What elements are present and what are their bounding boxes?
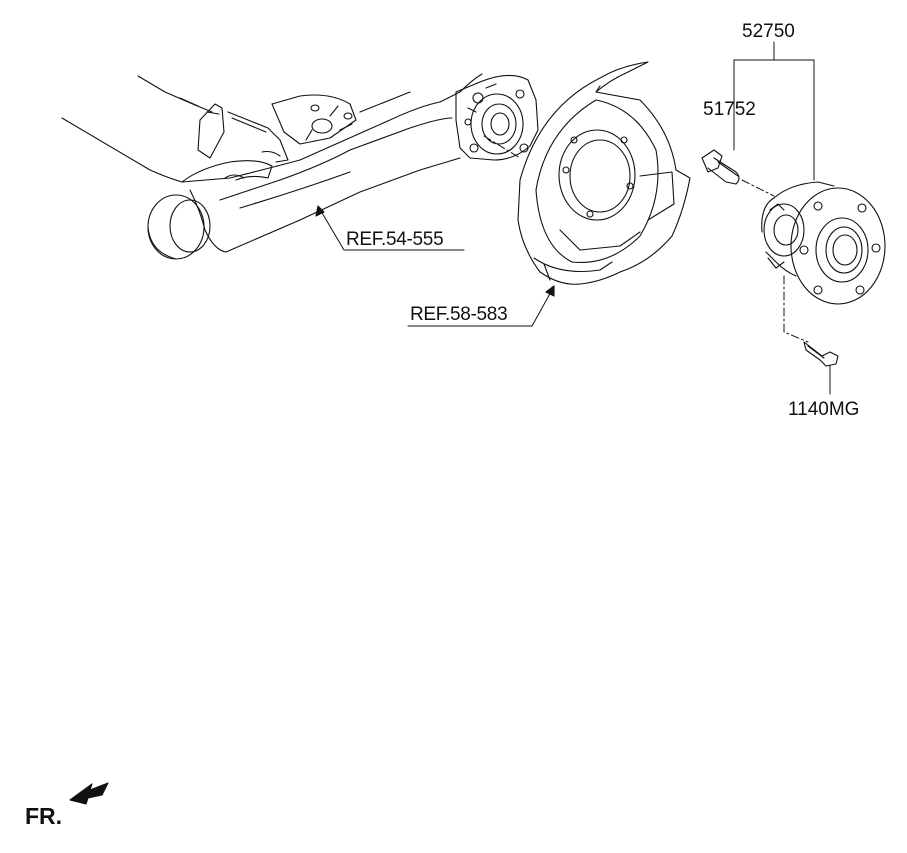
leader-lines bbox=[318, 42, 830, 394]
front-direction-arrow-icon bbox=[70, 783, 108, 804]
hub-bolt bbox=[702, 150, 739, 184]
label-ref-axle: REF.54-555 bbox=[346, 229, 444, 250]
hub-bearing-assembly bbox=[762, 182, 885, 304]
label-mounting-bolt: 1140MG bbox=[788, 399, 860, 420]
label-hub-assembly: 52750 bbox=[742, 21, 795, 42]
front-direction-label: FR. bbox=[25, 803, 63, 829]
backing-plate bbox=[518, 62, 690, 284]
rear-axle-beam bbox=[62, 74, 538, 259]
leader-arrowhead bbox=[546, 286, 554, 296]
label-ref-backing-plate: REF.58-583 bbox=[410, 304, 508, 325]
mounting-bolt bbox=[804, 342, 838, 366]
label-hub-bolt: 51752 bbox=[703, 99, 756, 120]
leader-arrowhead bbox=[316, 206, 324, 216]
